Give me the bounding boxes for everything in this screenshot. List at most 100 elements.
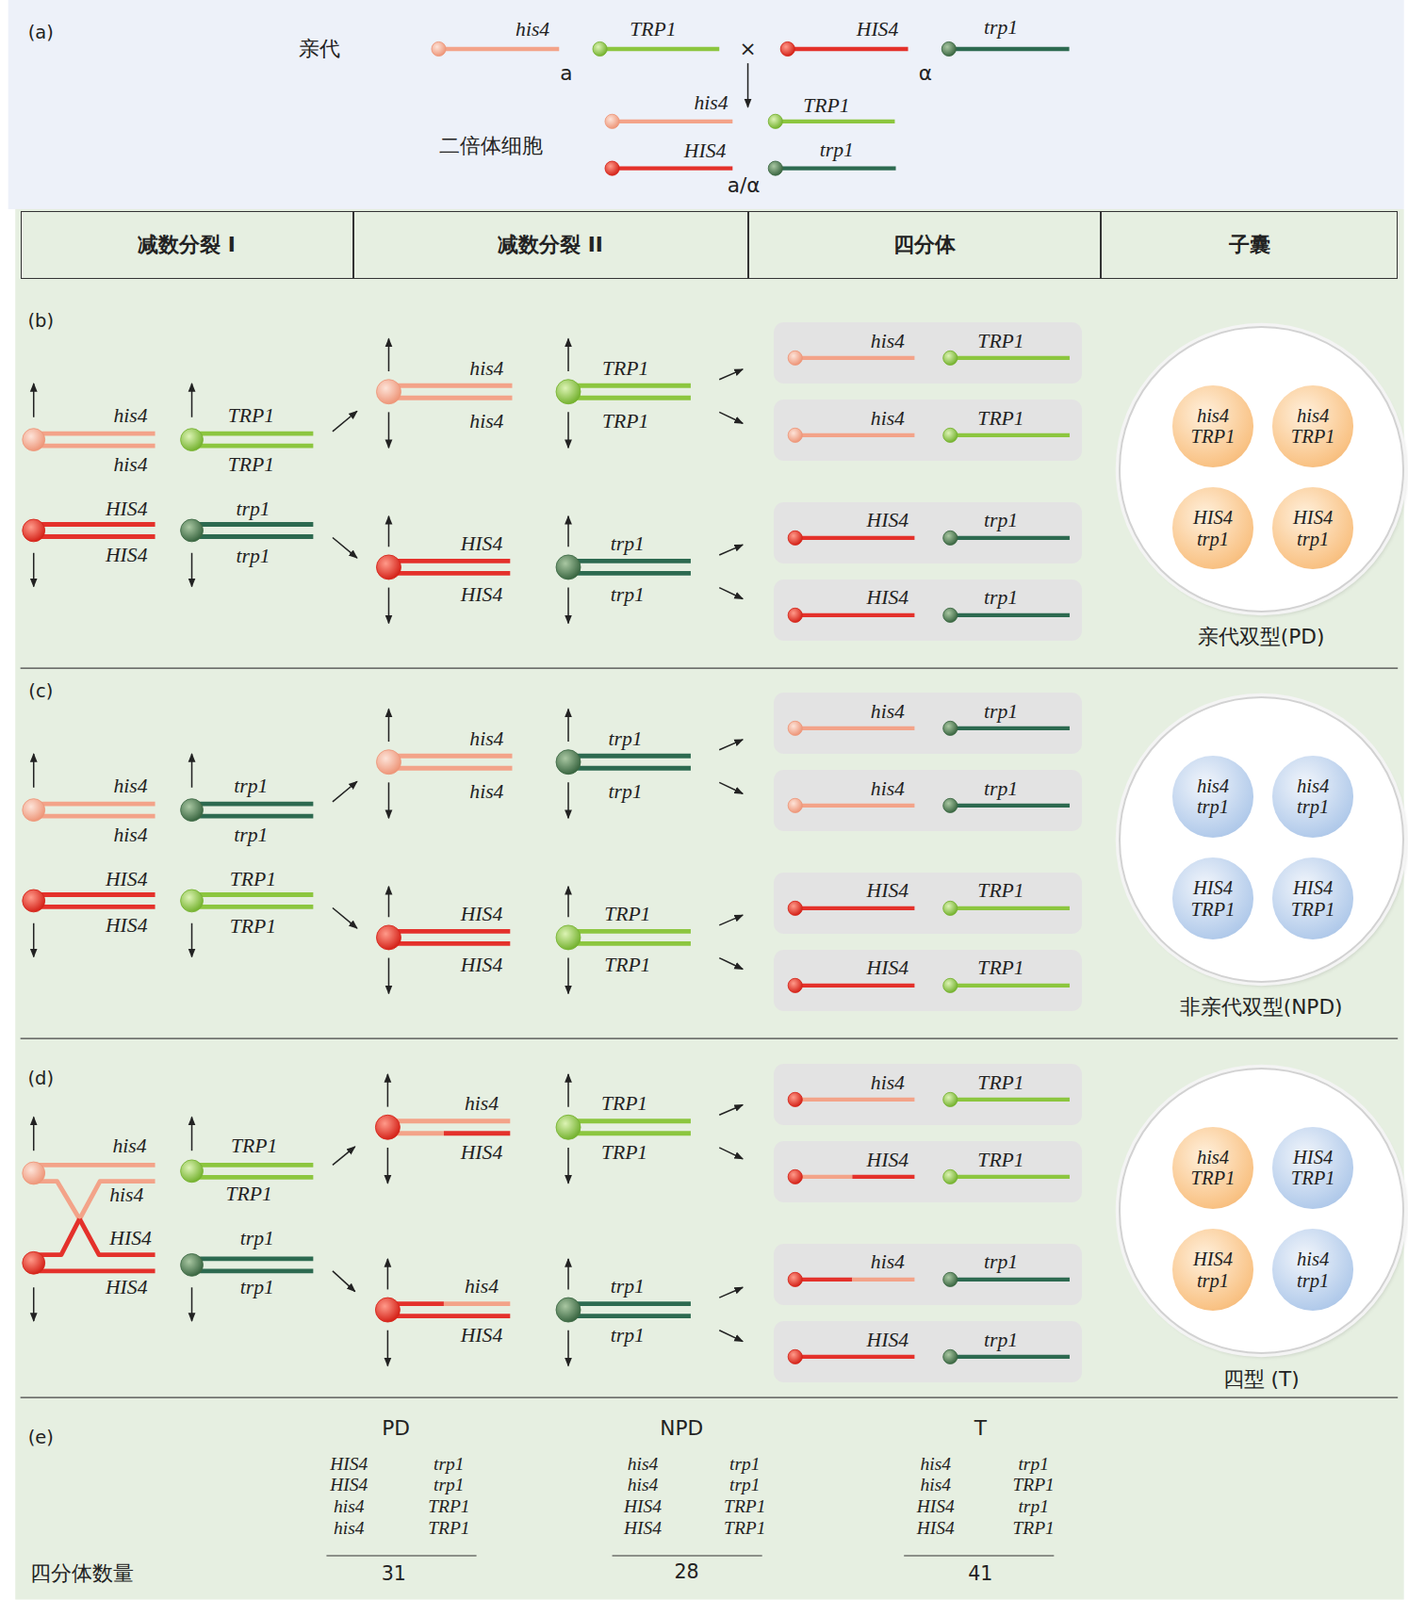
chromatid <box>192 431 314 437</box>
gene-label: trp1 <box>729 1475 760 1496</box>
gene-label: trp1 <box>610 1325 645 1348</box>
gene-label: trp1 <box>240 1227 275 1251</box>
rule-line <box>326 1555 476 1556</box>
centromere <box>942 350 957 365</box>
chromatid <box>33 1219 81 1256</box>
gene-label: trp1 <box>608 728 643 752</box>
centromere <box>180 799 204 822</box>
chromatid <box>33 904 156 910</box>
arrow <box>332 908 358 930</box>
gene-label: his4 <box>469 358 504 381</box>
chromatid <box>33 802 156 807</box>
gene-label: HIS4 <box>460 584 503 607</box>
header-cell: 四分体 <box>748 211 1102 279</box>
gene-label: HIS4 <box>105 868 148 892</box>
gene-label: his4 <box>469 728 504 752</box>
chromatid <box>192 443 314 449</box>
arrow <box>388 338 391 372</box>
gene-label: his4 <box>109 1184 144 1208</box>
arrow <box>191 1116 194 1151</box>
text-label: NPD <box>659 1417 704 1441</box>
chromatid <box>612 165 734 170</box>
gene-label: his4 <box>870 1072 905 1096</box>
chromatid <box>949 803 1070 808</box>
chromatid <box>794 535 915 540</box>
arrow <box>719 1287 743 1298</box>
gene-label: TRP1 <box>977 330 1024 354</box>
arrow <box>388 886 391 917</box>
spore-genotype: HIS4 trp1 <box>1282 507 1344 550</box>
chromatid <box>949 535 1070 540</box>
gene-label: his4 <box>464 1276 499 1299</box>
gene-label: his4 <box>464 1094 499 1117</box>
chromatid <box>33 443 156 449</box>
gene-label: his4 <box>920 1475 951 1496</box>
spore: HIS4 trp1 <box>1172 487 1255 570</box>
chromatid <box>600 47 721 51</box>
spore: his4 TRP1 <box>1172 1127 1255 1210</box>
gene-label: TRP1 <box>977 880 1024 903</box>
chromatid <box>787 47 909 51</box>
gene-label: TRP1 <box>1012 1518 1054 1539</box>
arrow <box>387 1147 390 1184</box>
gene-label: trp1 <box>1017 1454 1048 1474</box>
gene-label: TRP1 <box>601 1143 648 1166</box>
tetrad-box: his4trp1 <box>773 692 1082 754</box>
arrow <box>567 411 570 448</box>
arrow <box>32 923 35 958</box>
gene-label: HIS4 <box>460 903 503 927</box>
header-cell: 减数分裂 I <box>20 211 354 279</box>
centromere <box>942 428 957 443</box>
chromatid <box>949 983 1070 988</box>
rule-line <box>903 1555 1054 1556</box>
chromatid <box>33 1268 156 1274</box>
chromatid <box>851 1175 915 1179</box>
arrow <box>567 886 570 917</box>
panel-letter: (d) <box>28 1069 55 1090</box>
gene-label: trp1 <box>433 1475 464 1496</box>
chromatid <box>612 119 734 124</box>
chromosome-pair <box>773 692 1082 754</box>
centromere <box>180 1160 204 1183</box>
chromatid <box>192 1162 314 1168</box>
gene-label: his4 <box>627 1475 658 1496</box>
centromere <box>556 750 581 775</box>
gene-label: TRP1 <box>228 454 275 477</box>
gene-label: trp1 <box>610 1276 645 1299</box>
spore-genotype: HIS4 TRP1 <box>1182 877 1245 920</box>
ascus: 亲代双型(PD)his4 TRP1his4 TRP1HIS4 trp1HIS4 … <box>1118 326 1405 612</box>
gene-label: TRP1 <box>977 408 1024 431</box>
text-label: a <box>559 62 573 85</box>
gene-label: TRP1 <box>427 1518 470 1539</box>
panel-letter: (a) <box>28 22 54 43</box>
ascus: 四型 (T)his4 TRP1HIS4 TRP1HIS4 trp1his4 tr… <box>1118 1067 1405 1354</box>
chromatid <box>192 534 314 540</box>
gene-label: TRP1 <box>226 1183 273 1207</box>
chromatid <box>192 892 314 898</box>
chromatid <box>949 1175 1070 1179</box>
gene-label: HIS4 <box>105 544 148 568</box>
arrow <box>32 1116 35 1151</box>
chromatid <box>568 941 691 947</box>
spore-genotype: HIS4 trp1 <box>1182 1248 1245 1292</box>
arrow <box>388 516 391 547</box>
arrow <box>567 708 570 742</box>
centromere <box>376 750 401 775</box>
chromatid <box>568 929 691 934</box>
gene-label: HIS4 <box>460 954 503 978</box>
spore: his4 TRP1 <box>1272 385 1355 468</box>
spore: HIS4 trp1 <box>1172 1228 1255 1311</box>
gene-label: HIS4 <box>105 915 148 938</box>
gene-label: HIS4 <box>684 140 726 164</box>
chromatid <box>192 814 314 819</box>
chromatid <box>794 905 915 910</box>
gene-label: his4 <box>920 1454 951 1474</box>
chromosome-pair <box>773 1244 1082 1306</box>
arrow <box>332 1146 356 1165</box>
chromatid <box>79 1181 155 1220</box>
arrow <box>388 588 391 624</box>
chromatid <box>388 571 510 576</box>
centromere <box>942 1170 957 1185</box>
gene-label: his4 <box>114 405 148 428</box>
centromere <box>942 1349 957 1364</box>
